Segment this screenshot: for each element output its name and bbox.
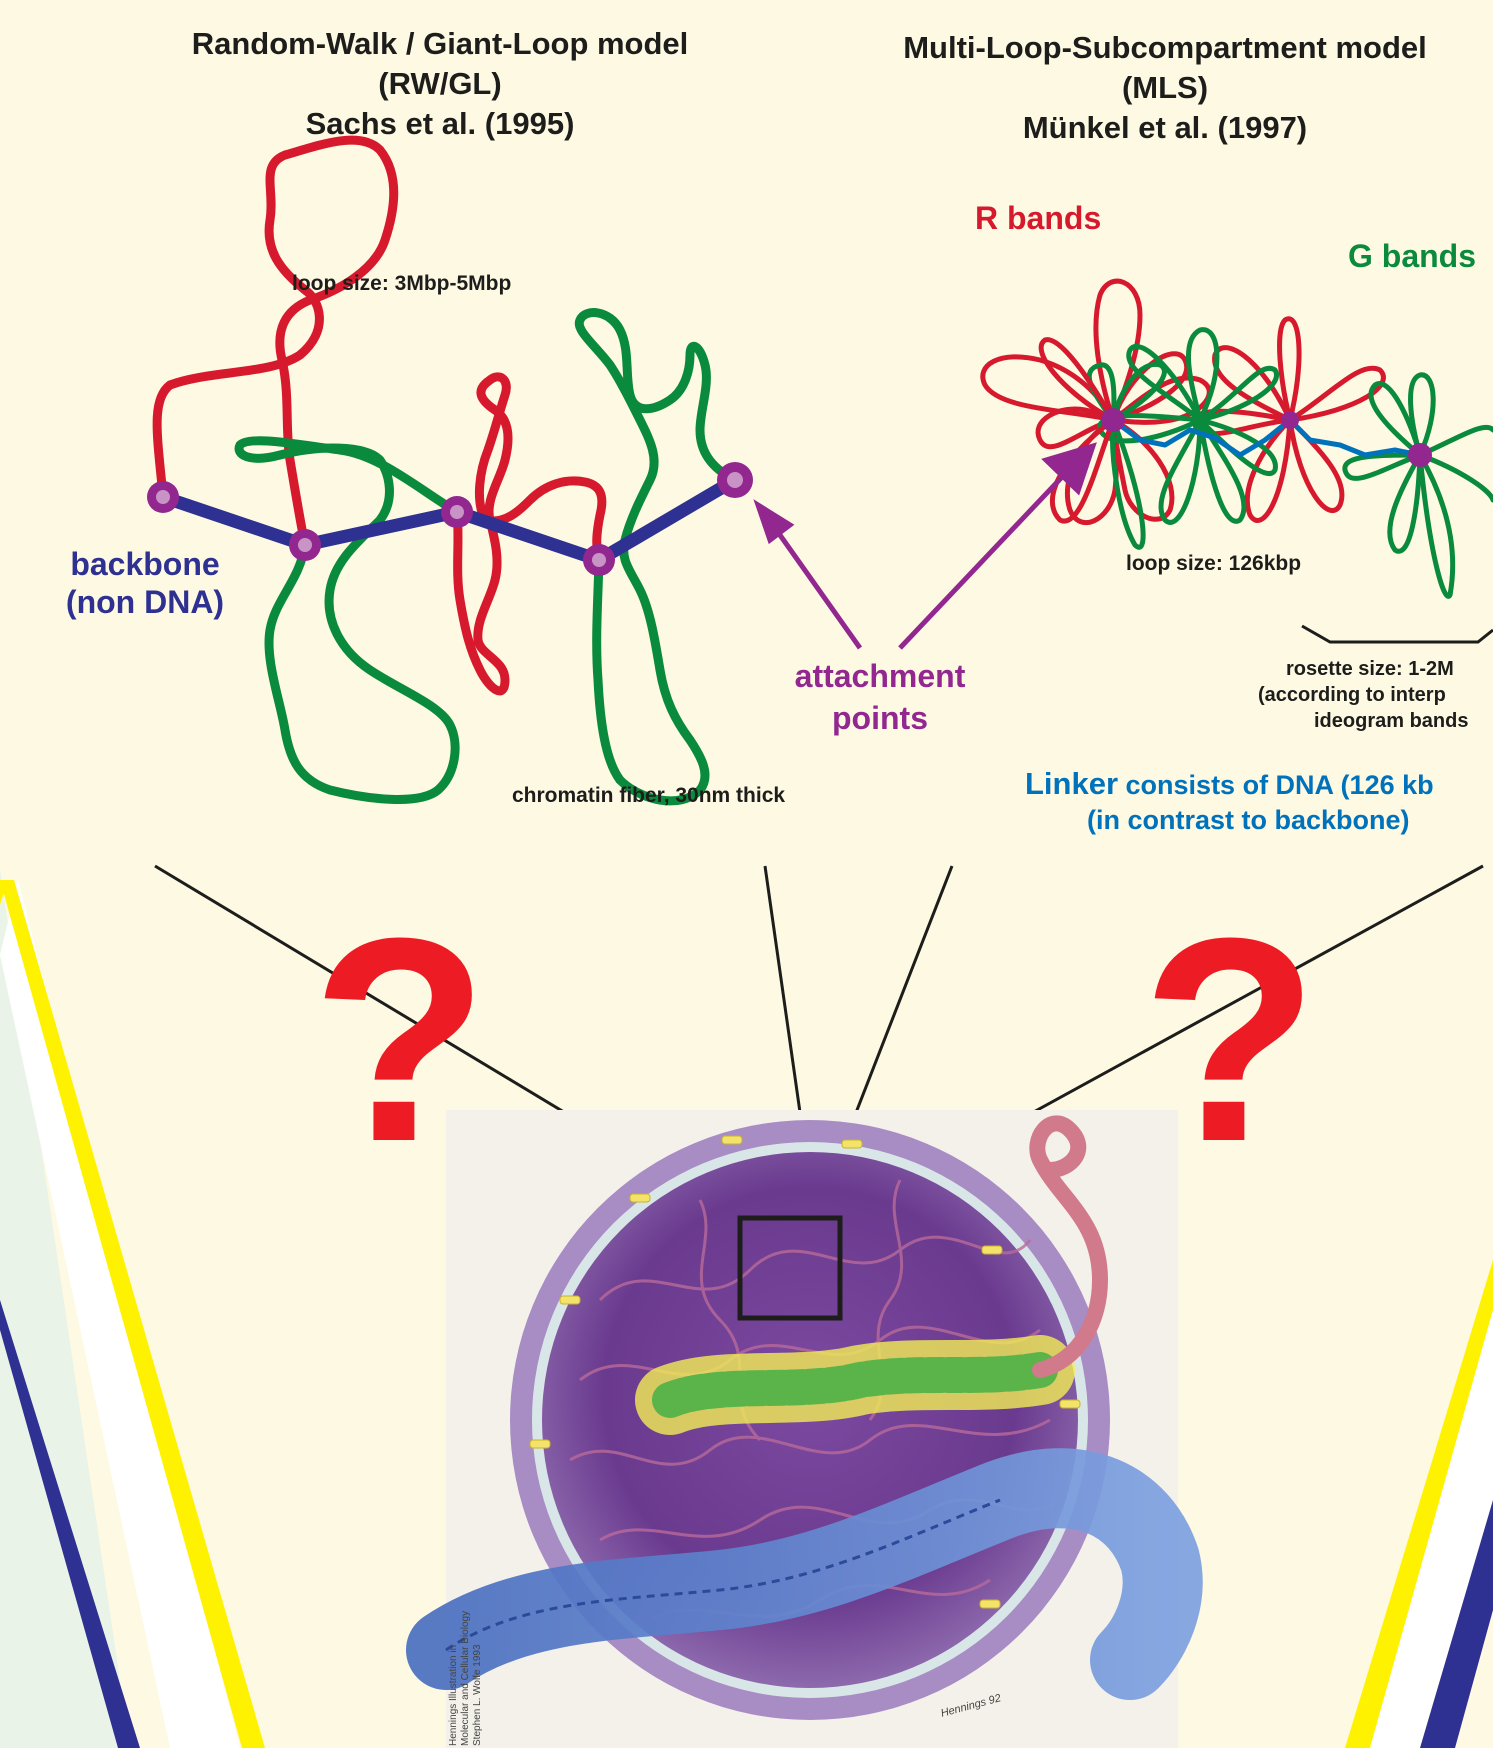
credit-line1: Hennings Illustration in — [448, 1611, 460, 1746]
nucleus-illustration — [446, 1110, 1178, 1748]
chromatin-fiber-label: chromatin fiber, 30nm thick — [512, 784, 785, 808]
question-mark-right: ? — [1141, 878, 1318, 1202]
rosette-line3: ideogram bands — [1250, 708, 1493, 734]
right-loop-size-label: loop size: 126kbp — [1126, 552, 1301, 576]
credit-line3: Stephen L. Wolfe 1993 — [472, 1611, 484, 1746]
right-model-title: Multi-Loop-Subcompartment model (MLS) Mü… — [845, 28, 1485, 148]
attachment-point — [1281, 411, 1299, 429]
attachment-point — [1101, 408, 1125, 432]
right-title-line3: Münkel et al. (1997) — [845, 108, 1485, 148]
rosette-size-label: rosette size: 1-2M (according to interp … — [1250, 656, 1493, 734]
illustration-credit: Hennings Illustration in Molecular and C… — [448, 1611, 484, 1746]
linker-word: Linker — [1025, 766, 1118, 801]
left-title-line1: Random-Walk / Giant-Loop model — [130, 24, 750, 64]
credit-line2: Molecular and Cellular Biology — [460, 1611, 472, 1746]
left-loop-size-label: loop size: 3Mbp-5Mbp — [292, 272, 511, 296]
left-title-line3: Sachs et al. (1995) — [130, 104, 750, 144]
backbone-line2: (non DNA) — [40, 583, 250, 621]
left-model-title: Random-Walk / Giant-Loop model (RW/GL) S… — [130, 24, 750, 144]
linker-line2: (in contrast to backbone) — [1025, 803, 1493, 838]
g-bands-label: G bands — [1348, 238, 1476, 275]
linker-label: Linker consists of DNA (126 kb (in contr… — [1025, 766, 1493, 838]
backbone-line1: backbone — [40, 545, 250, 583]
rosette-line2: (according to interp — [1250, 682, 1493, 708]
backbone-label: backbone (non DNA) — [40, 545, 250, 621]
attachment-points-label: attachment points — [760, 655, 1000, 739]
attachment-point — [1408, 443, 1432, 467]
question-mark-left: ? — [311, 878, 488, 1202]
linker-rest: consists of DNA (126 kb — [1118, 770, 1434, 800]
rosette-line1: rosette size: 1-2M — [1250, 656, 1493, 682]
right-title-line1: Multi-Loop-Subcompartment model — [845, 28, 1485, 68]
right-title-line2: (MLS) — [845, 68, 1485, 108]
attachment-line2: points — [760, 697, 1000, 739]
left-title-line2: (RW/GL) — [130, 64, 750, 104]
attachment-line1: attachment — [760, 655, 1000, 697]
r-bands-label: R bands — [975, 200, 1101, 237]
